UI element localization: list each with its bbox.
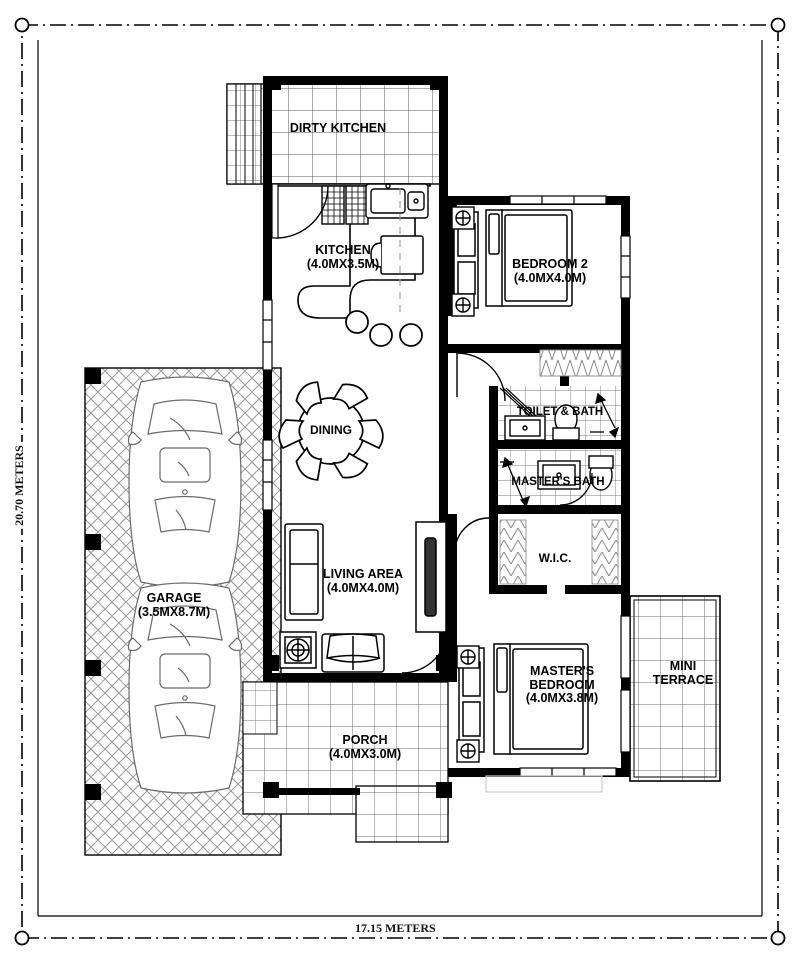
property-boundary <box>21 24 779 939</box>
living-door <box>401 626 449 674</box>
masters-bedroom-ceiling-light <box>456 645 480 763</box>
side-table <box>279 631 317 669</box>
garage-columns <box>85 368 101 800</box>
refrigerator <box>370 235 424 275</box>
masters-bedroom-window <box>485 767 617 793</box>
stove-cooktop <box>321 185 369 225</box>
dining-chair <box>278 381 384 481</box>
masters-bath-fixtures <box>500 455 614 508</box>
bedroom2-bed <box>485 209 573 307</box>
porch-area <box>242 655 452 843</box>
dining-set <box>278 381 384 481</box>
kitchen-sink <box>365 183 429 219</box>
toilet-louver-vent <box>539 349 622 377</box>
wic-shelving <box>499 519 619 585</box>
dirty-kitchen-area <box>226 76 448 185</box>
dimension-label-height: 20.70 METERS <box>11 442 27 529</box>
boundary-corner-markers <box>14 17 786 946</box>
car-2 <box>127 582 243 794</box>
masters-bedroom-bed <box>493 643 589 755</box>
left-wall-windows <box>262 299 273 511</box>
toilet-and-bath-fixtures <box>499 387 620 441</box>
mini-terrace-area <box>629 595 721 782</box>
bedroom2-window <box>509 195 631 299</box>
car-1 <box>127 376 243 588</box>
tv-wall-unit <box>415 521 447 633</box>
bar-stools <box>345 310 423 347</box>
dimension-label-width: 17.15 METERS <box>352 921 439 936</box>
dimension-lines <box>37 40 763 917</box>
sofa <box>321 633 385 673</box>
kitchen-door <box>271 183 329 239</box>
tv-console <box>284 523 324 621</box>
wic-door <box>454 517 490 553</box>
bedroom2-ceiling-light <box>451 206 475 317</box>
terrace-sliding-door <box>620 615 631 753</box>
